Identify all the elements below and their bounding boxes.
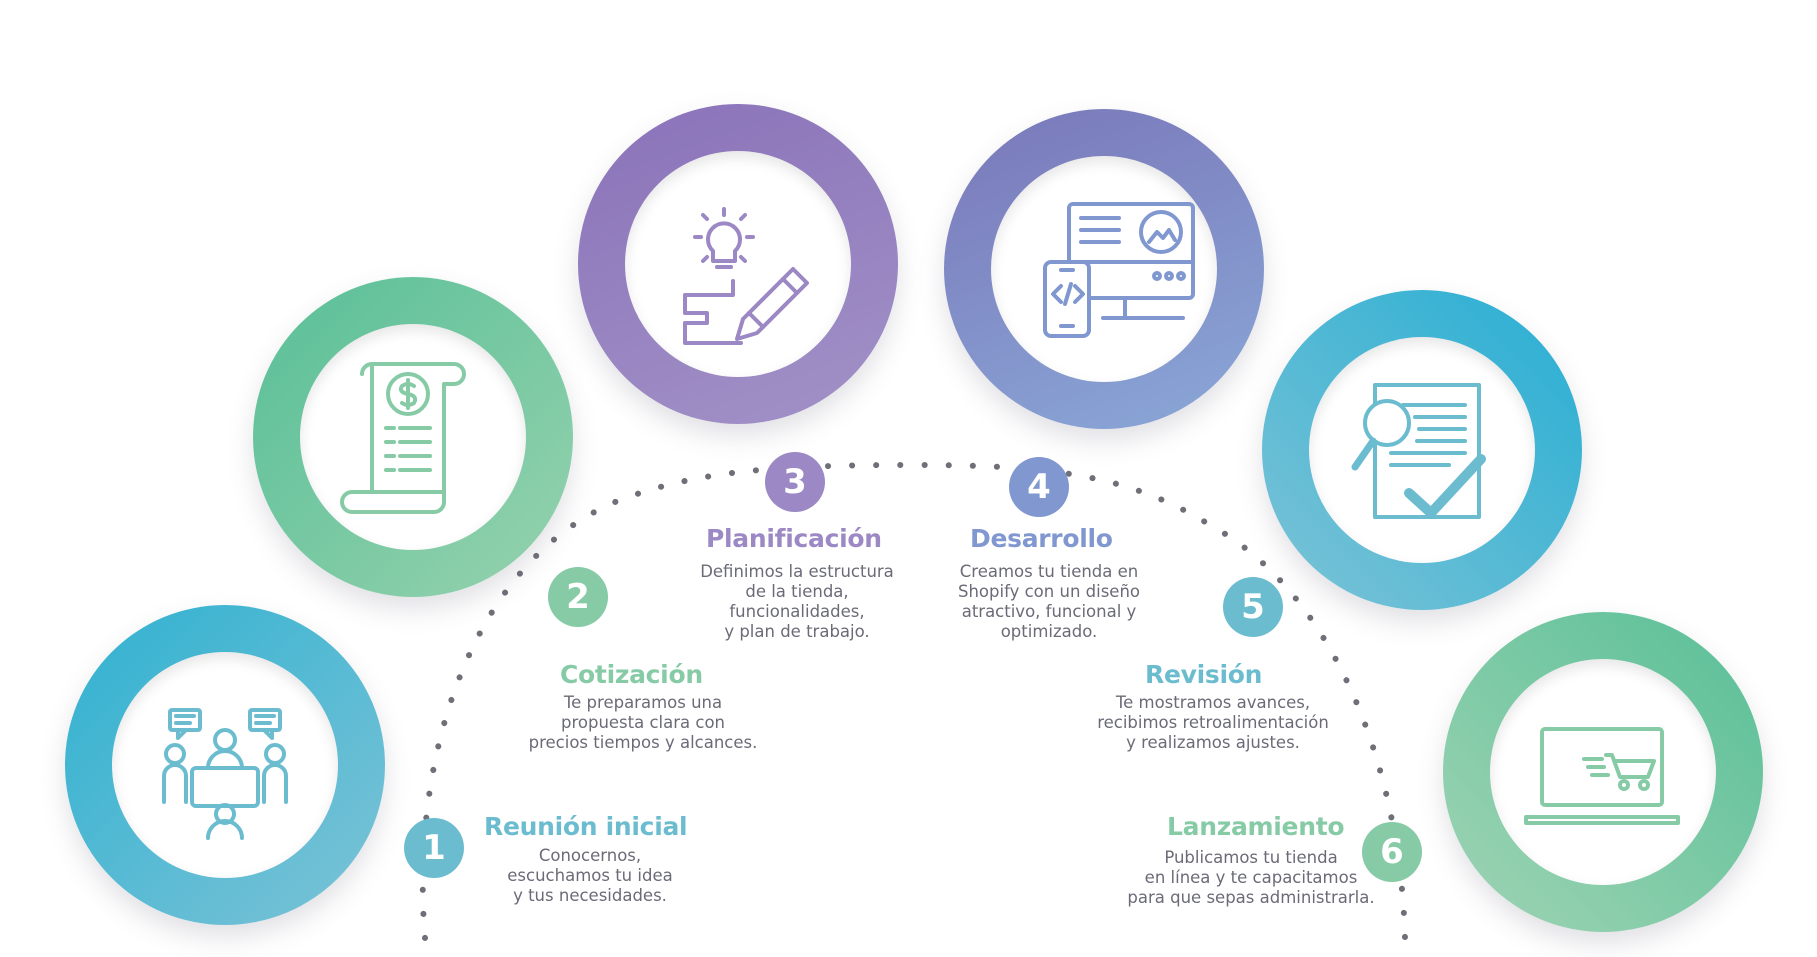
step-3-circle [578,104,898,424]
step-6-inner [1490,659,1716,885]
step-1-description: Conocernos, escuchamos tu idea y tus nec… [507,846,673,905]
step-4-title: Desarrollo [970,524,1113,553]
step-6-circle [1443,612,1763,932]
step-4-description: Creamos tu tienda en Shopify con un dise… [958,562,1140,641]
step-1-inner [112,652,338,878]
step-6-title: Lanzamiento [1167,812,1345,841]
step-3-title: Planificación [706,524,882,553]
step-2-circle [253,277,573,597]
step-4-inner [991,156,1217,382]
step-6-description: Publicamos tu tienda en línea y te capac… [1127,848,1375,907]
web-development-icon [1043,202,1195,338]
step-5-number-badge: 5 [1223,577,1283,637]
step-2-title: Cotización [560,660,703,689]
step-5-inner [1309,337,1535,563]
laptop-cart-icon [1524,727,1680,825]
step-2-inner [300,324,526,550]
step-3-description: Definimos la estructura de la tienda, fu… [700,562,894,641]
step-1-number-badge: 1 [404,818,464,878]
step-5-circle [1262,290,1582,610]
invoice-icon [340,362,466,514]
step-6-number-badge: 6 [1362,822,1422,882]
meeting-icon [162,708,288,840]
step-2-number-badge: 2 [548,567,608,627]
step-5-title: Revisión [1145,660,1263,689]
idea-pencil-icon [683,207,809,345]
step-4-number-badge: 4 [1009,457,1069,517]
document-review-icon [1351,383,1486,519]
step-3-number-badge: 3 [765,452,825,512]
step-1-title: Reunión inicial [484,812,688,841]
step-1-circle [65,605,385,925]
step-5-description: Te mostramos avances, recibimos retroali… [1097,693,1329,752]
step-3-inner [625,151,851,377]
step-4-circle [944,109,1264,429]
step-2-description: Te preparamos una propuesta clara con pr… [528,693,758,752]
